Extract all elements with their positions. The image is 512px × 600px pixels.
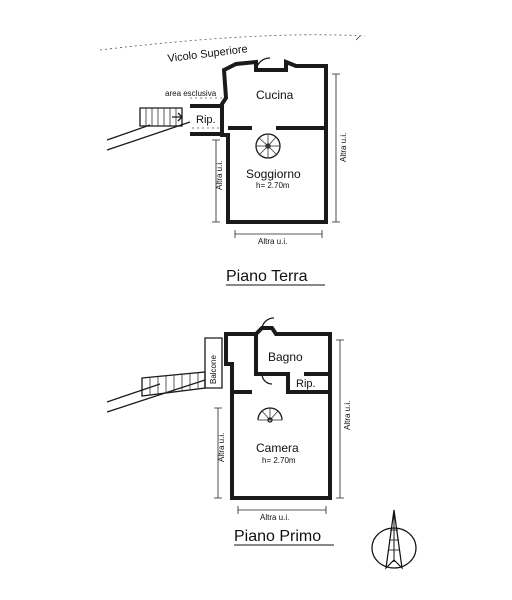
north-arrow-icon <box>371 509 417 570</box>
entry-door-arc <box>255 57 271 71</box>
first-left-neighbor-line <box>214 407 222 499</box>
ground-floor-title: Piano Terra <box>226 268 308 285</box>
ground-left-neighbor-label: Altra u.i. <box>215 161 224 190</box>
ground-left-neighbor-line <box>212 139 220 223</box>
living-room-label: Soggiorno <box>246 167 301 181</box>
street-label: Vicolo Superiore <box>167 43 248 65</box>
exclusive-area-label: area esclusiva <box>165 89 217 98</box>
first-floor-outer-walls <box>224 326 332 500</box>
spiral-stair-ground <box>255 133 281 159</box>
bedroom-door-arc <box>261 373 273 385</box>
external-stair <box>106 107 191 151</box>
ground-storage-label: Rip. <box>196 114 216 126</box>
ground-bottom-neighbor-line <box>234 230 323 238</box>
balcony-label: Balcone <box>209 355 218 384</box>
street-boundary-line <box>99 34 366 51</box>
bath-label: Bagno <box>268 350 303 364</box>
first-floor-title: Piano Primo <box>234 528 321 545</box>
first-bottom-neighbor-line <box>237 506 327 514</box>
kitchen-label: Cucina <box>256 88 294 102</box>
ground-right-neighbor-line <box>332 73 340 223</box>
bath-partition-wall <box>254 334 330 376</box>
street-tick <box>355 35 361 41</box>
ground-floor-outer-walls <box>220 59 328 224</box>
first-bottom-neighbor-label: Altra u.i. <box>260 513 289 522</box>
first-right-neighbor-line <box>336 339 344 499</box>
spiral-stair-first <box>257 407 283 423</box>
balcony-outline <box>204 337 223 389</box>
ground-bottom-neighbor-label: Altra u.i. <box>258 237 287 246</box>
ground-right-neighbor-label: Altra u.i. <box>339 133 348 162</box>
bedroom-label: Camera <box>256 441 299 455</box>
ground-storage-walls <box>190 104 224 136</box>
first-storage-label: Rip. <box>296 378 316 390</box>
first-right-neighbor-label: Altra u.i. <box>343 401 352 430</box>
ground-floor-plan: Vicolo Superiore area esclusiva Rip. Cuc… <box>99 34 366 286</box>
first-floor-plan: Balcone Bagno Rip. Camera h= 2.70m Altra… <box>106 317 352 546</box>
external-stair-first <box>106 371 206 413</box>
bath-door-arc <box>261 317 275 329</box>
bedroom-height: h= 2.70m <box>262 456 296 465</box>
living-room-height: h= 2.70m <box>256 181 290 190</box>
first-left-neighbor-label: Altra u.i. <box>217 433 226 462</box>
